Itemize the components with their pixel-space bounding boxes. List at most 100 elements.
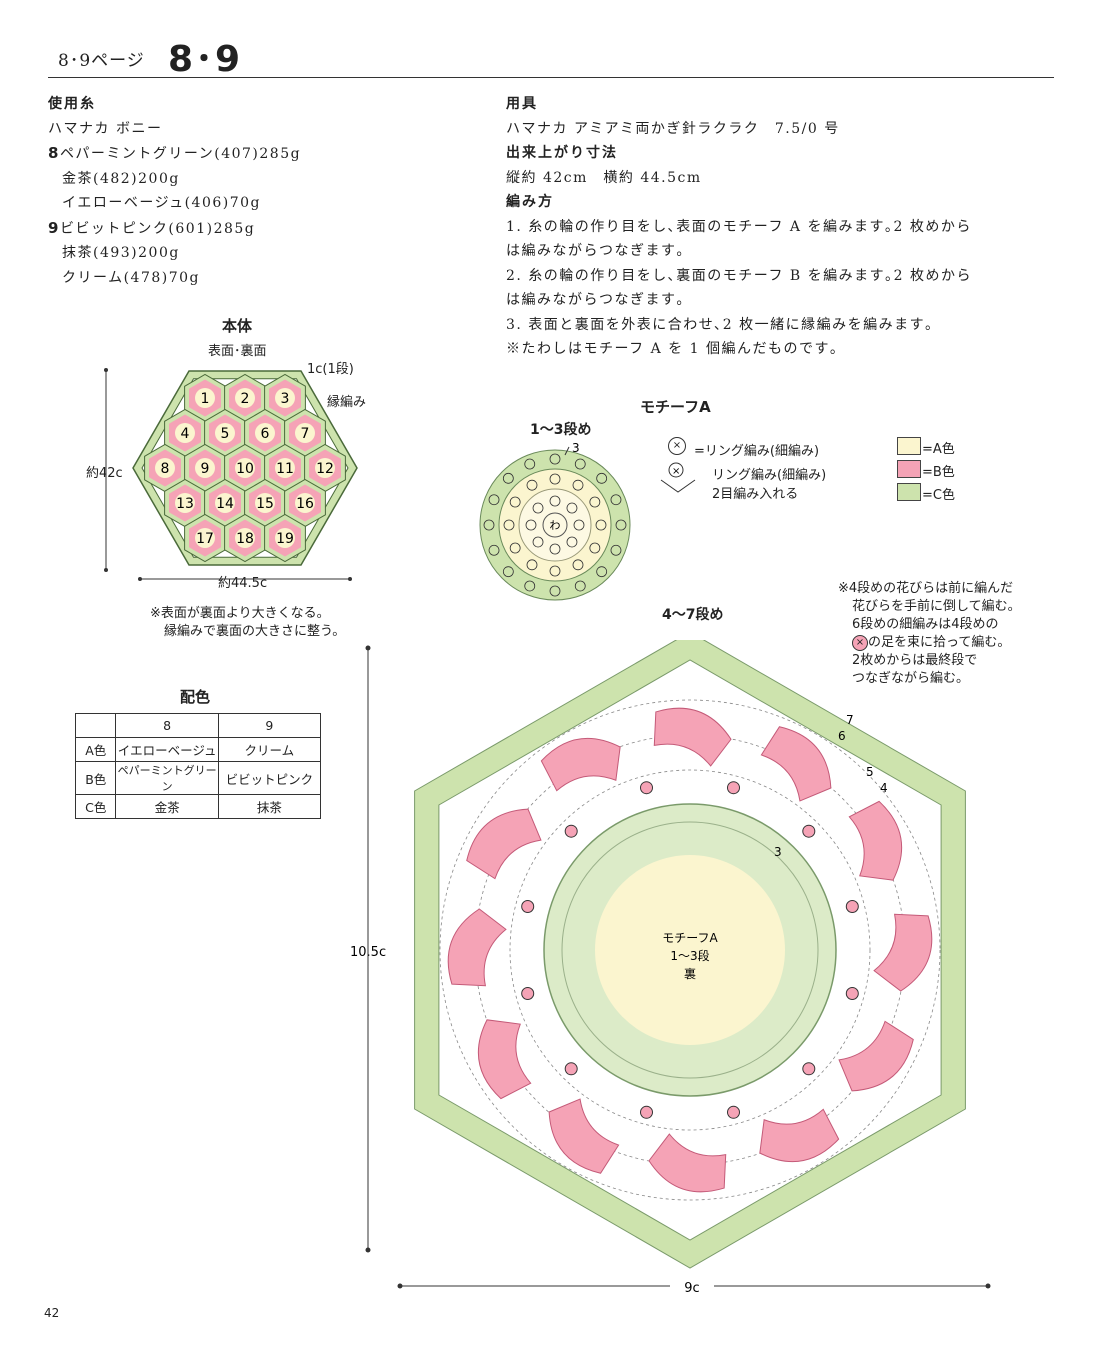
color-key-b-swatch <box>897 460 921 478</box>
small-ring-center <box>542 512 568 538</box>
legend-ring-increase-2: 2目編み入れる <box>712 487 799 502</box>
stitch-marker <box>727 781 740 795</box>
stitch-ring-mark <box>615 519 627 531</box>
stitch-marker <box>521 900 535 913</box>
motif-number: 19 <box>276 531 294 547</box>
motif-number: 4 <box>181 426 190 442</box>
stitch-ring-mark <box>549 543 561 555</box>
color-table-cell: クリーム <box>217 737 322 762</box>
color-table-cell: イエローベージュ <box>115 737 219 762</box>
motif-center <box>295 493 315 513</box>
motif-center <box>195 388 215 408</box>
petal <box>447 908 507 987</box>
color-key-b: =B色 <box>922 465 955 480</box>
stitch-ring-mark <box>488 494 500 506</box>
stitch-marker <box>564 1062 578 1076</box>
petal <box>848 800 903 881</box>
stitch-ring-mark <box>532 536 544 548</box>
petal <box>760 726 832 802</box>
large-motif-diagram: モチーフA 1～3段 裏 7 6 5 4 3 10.5c 9c <box>350 640 991 1296</box>
center-ring-line <box>561 821 819 1079</box>
petal <box>477 1019 532 1100</box>
motif-center <box>235 388 255 408</box>
motif-number: 7 <box>301 426 310 442</box>
motif-number: 18 <box>236 531 254 547</box>
petal <box>838 1020 914 1092</box>
motif-note-1: ※4段めの花びらは前に編んだ <box>838 581 1014 596</box>
center-ring-a <box>595 855 785 1045</box>
border-label: 縁編み <box>327 395 367 410</box>
small-ring-inner <box>518 488 592 562</box>
motif-center <box>155 458 175 478</box>
row-label-6: 6 <box>838 729 846 743</box>
method-line-1: 1. 糸の輪の作り目をし､表面のモチーフ A を編みます｡2 枚めから <box>506 218 972 235</box>
motif-center <box>295 423 315 443</box>
petal <box>466 808 542 880</box>
motif-number: 8 <box>161 461 170 477</box>
materials-8-line-2: 金茶(482)200g <box>62 170 180 187</box>
stitch-ring-mark <box>574 580 586 592</box>
stitch-ring-mark <box>532 502 544 514</box>
color-table-cell: 8 <box>115 713 219 738</box>
color-table-title: 配色 <box>180 688 211 706</box>
motif-center <box>275 528 295 548</box>
page-number: 42 <box>44 1306 60 1320</box>
color-key-c-swatch <box>897 483 921 501</box>
stitch-ring-mark <box>549 473 561 485</box>
motif-number: 1 <box>201 391 210 407</box>
stitch-ring-mark <box>549 495 561 507</box>
tools-title: 用具 <box>506 96 538 112</box>
stitch-marker <box>521 987 535 1000</box>
materials-title: 使用糸 <box>48 96 96 112</box>
legend-ring-increase: リング編み(細編み) <box>712 468 827 483</box>
color-table-row: A色 イエローベージュ クリーム <box>74 737 322 762</box>
body-title: 本体 <box>222 317 253 335</box>
color-table-cell: ビビットピンク <box>217 761 322 795</box>
color-table-cell: A色 <box>74 737 117 762</box>
stitch-marker <box>845 987 859 1000</box>
stitch-ring-mark <box>572 559 584 571</box>
motif-notes: ※4段めの花びらは前に編んだ 花びらを手前に倒して編む。 6段めの細編みは4段め… <box>838 580 1021 688</box>
motif-center <box>175 423 195 443</box>
motif-center <box>235 458 255 478</box>
stitch-ring-mark <box>595 519 607 531</box>
dashed-ring <box>509 769 871 1131</box>
stitch-ring-mark <box>610 494 622 506</box>
stitch-marker <box>640 781 653 795</box>
motif-number: 5 <box>221 426 230 442</box>
motif-center <box>195 528 215 548</box>
color-table-cell: 抹茶 <box>217 794 322 819</box>
legend-ring: =リング編み(細編み) <box>694 444 820 459</box>
color-table-cell: 9 <box>217 713 322 738</box>
stitch-marker <box>564 824 578 838</box>
svg-text:×: × <box>672 466 680 477</box>
materials-9-line-2: 抹茶(493)200g <box>62 245 180 261</box>
motif-number: 16 <box>296 496 314 512</box>
body-width-label: 約44.5c <box>218 576 268 591</box>
tools-text: ハマナカ アミアミ両かぎ針ラクラク 7.5/0 号 <box>506 120 840 137</box>
motif-center <box>255 423 275 443</box>
petal <box>540 737 621 792</box>
stitch-marker <box>727 1105 740 1119</box>
motif-center <box>175 493 195 513</box>
stitch-ring-mark <box>488 544 500 556</box>
center-text-3: 裏 <box>684 966 696 981</box>
petal <box>759 1108 840 1163</box>
method-line-4: は編みながらつなぎます｡ <box>506 292 685 308</box>
motif-note-2: 花びらを手前に倒して編む。 <box>852 599 1021 614</box>
color-key-c: =C色 <box>922 488 955 503</box>
dashed-ring <box>439 699 941 1201</box>
stitch-ring-mark <box>549 565 561 577</box>
motif-note-6: つなぎながら編む。 <box>852 671 970 686</box>
motif-number: 6 <box>261 426 270 442</box>
motif-note-4-row: ×の足を束に拾って編む。 <box>838 634 1021 652</box>
stitch-ring-mark <box>503 519 515 531</box>
motif-a-title: モチーフA <box>640 398 711 416</box>
method-title: 編み方 <box>506 194 554 210</box>
motif-center <box>215 493 235 513</box>
motif-number: 14 <box>216 496 234 512</box>
row-label-7: 7 <box>846 713 854 727</box>
dimension-dot <box>365 1247 371 1253</box>
stitch-ring-mark <box>573 519 585 531</box>
